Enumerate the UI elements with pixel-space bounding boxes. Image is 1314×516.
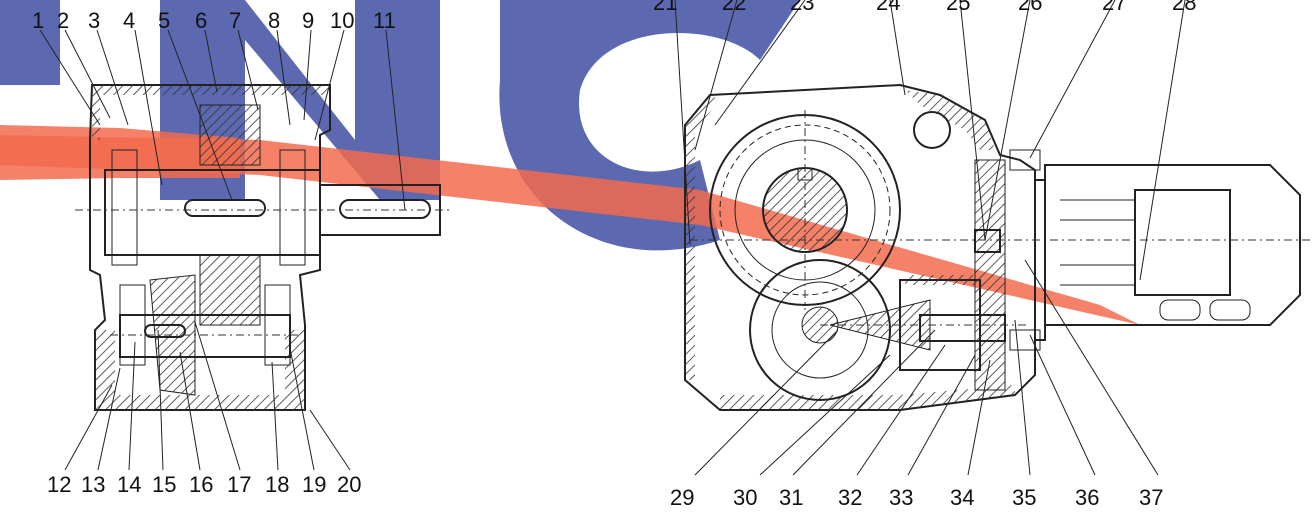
motor-foot-right [1209,299,1251,321]
right-bearing [279,149,306,266]
label-part-21: 21 [653,0,677,15]
right-wall-hatch [285,330,305,395]
label-part-12: 12 [47,472,71,497]
label-part-36: 36 [1075,485,1099,510]
part-labels: 1 2 3 4 5 6 7 8 9 10 11 12 13 14 15 16 1… [32,0,1196,510]
pinion-bearing-left [119,284,146,366]
right-section-view [684,83,1310,411]
vent-plug [913,111,951,149]
label-part-20: 20 [337,472,361,497]
label-part-10: 10 [330,8,354,33]
bolt-bottom [1009,329,1041,351]
label-part-3: 3 [88,8,100,33]
label-part-37: 37 [1139,485,1163,510]
terminal-box [1134,189,1231,296]
label-part-1: 1 [32,8,44,33]
left-wall-hatch [95,330,115,395]
label-part-25: 25 [946,0,970,15]
label-part-16: 16 [189,472,213,497]
lower-gear-hatch [199,254,261,326]
left-bearing [111,149,138,266]
bevel-gear [149,274,196,396]
label-part-32: 32 [838,485,862,510]
motor-foot-left [1159,299,1201,321]
label-part-14: 14 [117,472,141,497]
label-part-35: 35 [1012,485,1036,510]
label-part-7: 7 [229,8,241,33]
label-part-27: 27 [1102,0,1126,15]
label-part-2: 2 [57,8,69,33]
label-part-22: 22 [722,0,746,15]
label-part-6: 6 [195,8,207,33]
left-housing-bottom-hatch [95,395,305,410]
motor-flange [1034,179,1046,341]
label-part-8: 8 [268,8,280,33]
label-part-11: 11 [373,8,396,33]
bolt-top [1009,149,1041,171]
upper-gear-hatch [199,104,261,166]
label-part-29: 29 [670,485,694,510]
label-part-33: 33 [889,485,913,510]
label-part-28: 28 [1172,0,1196,15]
helical-gear [974,159,1006,391]
leader-lines [39,0,1186,476]
motor-pinion [974,229,1001,253]
right-housing-bottom-hatch [720,385,1015,410]
right-housing-top-hatch [905,90,995,150]
label-part-15: 15 [152,472,176,497]
label-part-31: 31 [779,485,803,510]
pinion-housing-hatch [905,275,975,285]
label-part-13: 13 [81,472,105,497]
watermark-blue-left [0,0,60,85]
label-part-4: 4 [123,8,135,33]
label-part-26: 26 [1018,0,1042,15]
label-part-30: 30 [733,485,757,510]
left-section-view [75,84,450,411]
motor-body [1044,164,1301,326]
label-part-34: 34 [950,485,974,510]
watermark-red-left [0,125,240,180]
label-part-19: 19 [302,472,326,497]
shaft-keyway [339,199,431,219]
right-housing-left-hatch [685,95,720,380]
label-part-17: 17 [227,472,251,497]
label-part-5: 5 [158,8,170,33]
label-part-18: 18 [265,472,289,497]
label-part-9: 9 [302,8,314,33]
pinion-bearing-right [264,284,291,366]
label-part-24: 24 [876,0,900,15]
label-part-23: 23 [790,0,814,15]
gear-keyway [184,199,266,217]
